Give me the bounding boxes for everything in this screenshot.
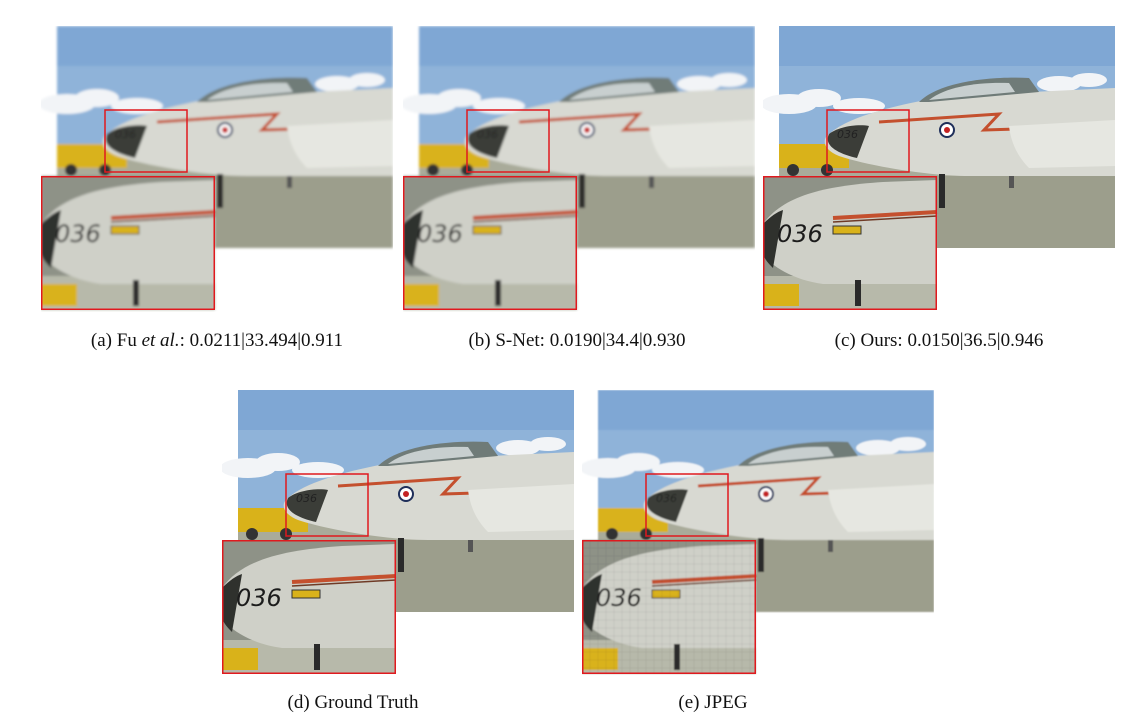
panel-image: 036 036	[41, 26, 393, 310]
zoom-region-box	[826, 109, 910, 173]
zoom-region-box	[645, 473, 729, 537]
nose-number-text: 036	[837, 128, 858, 141]
caption-b: (b) S-Net: 0.0190|34.4|0.930	[468, 330, 686, 351]
inset-number-text: 036	[236, 584, 282, 612]
caption-a: (a) Fu et al.: 0.0211|33.494|0.911	[90, 330, 344, 351]
inset-number-text: 036	[417, 220, 463, 248]
zoom-inset-border	[403, 176, 577, 310]
zoom-inset-border	[41, 176, 215, 310]
caption-d: (d) Ground Truth	[287, 692, 419, 713]
panel-c: 036 036	[763, 26, 1115, 312]
caption-e: (e) JPEG	[678, 692, 748, 713]
panel-e: 036 036	[582, 390, 934, 676]
zoom-region-box	[285, 473, 369, 537]
panel-image: 036 036	[222, 390, 574, 674]
panel-a: 036 036	[41, 26, 393, 312]
panel-b: 036 036	[403, 26, 755, 312]
inset-number-text: 036	[596, 584, 642, 612]
inset-number-text: 036	[55, 220, 101, 248]
panel-d: 036 036	[222, 390, 574, 676]
nose-number-text: 036	[656, 492, 677, 505]
panel-image: 036 036	[763, 26, 1115, 310]
nose-number-text: 036	[477, 128, 498, 141]
inset-number-text: 036	[777, 220, 823, 248]
nose-number-text: 036	[115, 128, 136, 141]
nose-number-text: 036	[296, 492, 317, 505]
zoom-region-box	[466, 109, 550, 173]
zoom-inset-border	[763, 176, 937, 310]
panel-image: 036 036	[403, 26, 755, 310]
panel-image: 036 036	[582, 390, 934, 674]
zoom-inset-border	[222, 540, 396, 674]
zoom-inset-border	[582, 540, 756, 674]
zoom-region-box	[104, 109, 188, 173]
caption-c: (c) Ours: 0.0150|36.5|0.946	[834, 330, 1044, 351]
